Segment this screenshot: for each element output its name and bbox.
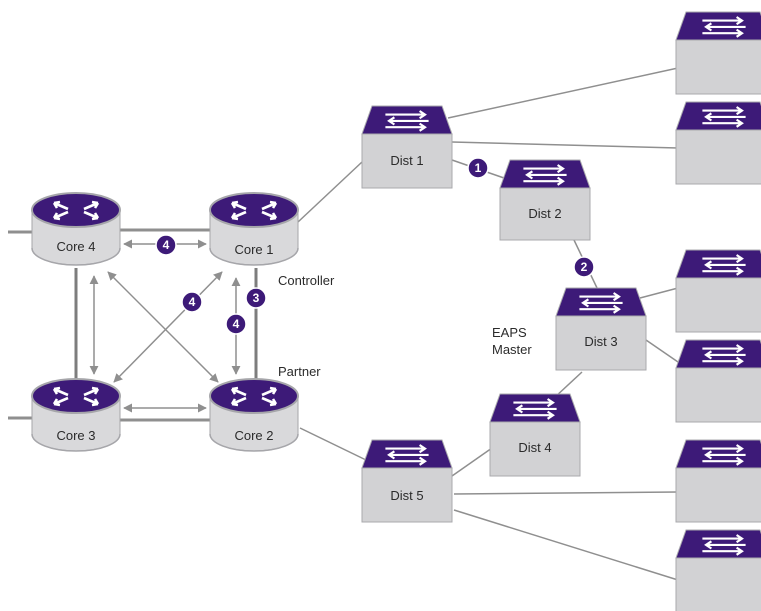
- core2-router: Core 2: [209, 378, 299, 452]
- core1-label: Core 1: [234, 242, 273, 257]
- arrow-core4-core2: [107, 271, 219, 383]
- link-dist5-access6: [453, 509, 679, 581]
- dist2-switch: Dist 2: [499, 159, 591, 241]
- dist3-switch: Dist 3: [555, 287, 647, 371]
- access-switch-5: [675, 439, 761, 523]
- access-switch-6: [675, 529, 761, 611]
- switch-icon: [522, 163, 568, 186]
- dist5-label: Dist 5: [390, 488, 423, 503]
- dist1-switch: Dist 1: [361, 105, 453, 189]
- badge-3-label: 3: [253, 291, 260, 305]
- link-dist3-access3: [639, 287, 679, 299]
- badge-2: 2: [573, 256, 595, 278]
- switch-icon: [701, 15, 747, 38]
- switch-icon: [701, 343, 747, 366]
- link-dist5-access5: [453, 491, 679, 495]
- core1-router: Core 1: [209, 192, 299, 266]
- switch-icon: [701, 533, 747, 556]
- core4-label: Core 4: [56, 239, 95, 254]
- badge-4-vertical-label: 4: [233, 317, 240, 331]
- dist1-label: Dist 1: [390, 153, 423, 168]
- eaps-label-line2: Master: [492, 342, 532, 357]
- link-core1-dist1: [297, 161, 363, 223]
- access-switch-1: [675, 11, 761, 95]
- arrow-core3-core1: [113, 271, 223, 383]
- badge-4-vertical: 4: [225, 313, 247, 335]
- link-dist3-access4: [645, 339, 679, 363]
- core3-label: Core 3: [56, 428, 95, 443]
- switch-icon: [384, 443, 430, 466]
- switch-icon: [701, 253, 747, 276]
- link-core2-dist5: [299, 427, 367, 461]
- badge-2-label: 2: [581, 260, 588, 274]
- switch-icon: [578, 291, 624, 314]
- badge-4-diagonal: 4: [181, 291, 203, 313]
- dist5-switch: Dist 5: [361, 439, 453, 523]
- switch-icon: [701, 443, 747, 466]
- badge-4-diagonal-label: 4: [189, 295, 196, 309]
- badge-4-horizontal-label: 4: [163, 238, 170, 252]
- badge-1-label: 1: [475, 161, 482, 175]
- switch-icon: [384, 109, 430, 132]
- dist2-label: Dist 2: [528, 206, 561, 221]
- access-switch-3: [675, 249, 761, 333]
- partner-label: Partner: [278, 364, 321, 379]
- dist4-switch: Dist 4: [489, 393, 581, 477]
- core3-router: Core 3: [31, 378, 121, 452]
- dist4-label: Dist 4: [518, 440, 551, 455]
- controller-label: Controller: [278, 273, 335, 288]
- access-switch-2: [675, 101, 761, 185]
- eaps-label-line1: EAPS: [492, 325, 527, 340]
- link-dist4-dist5: [451, 447, 493, 477]
- switch-icon: [701, 105, 747, 128]
- link-dist1-access1: [447, 67, 679, 119]
- core2-label: Core 2: [234, 428, 273, 443]
- link-dist1-access2: [451, 141, 679, 149]
- badge-4-horizontal: 4: [155, 234, 177, 256]
- badge-1: 1: [467, 157, 489, 179]
- dist3-label: Dist 3: [584, 334, 617, 349]
- badge-3: 3: [245, 287, 267, 309]
- core4-router: Core 4: [31, 192, 121, 266]
- switch-icon: [512, 397, 558, 420]
- access-switch-4: [675, 339, 761, 423]
